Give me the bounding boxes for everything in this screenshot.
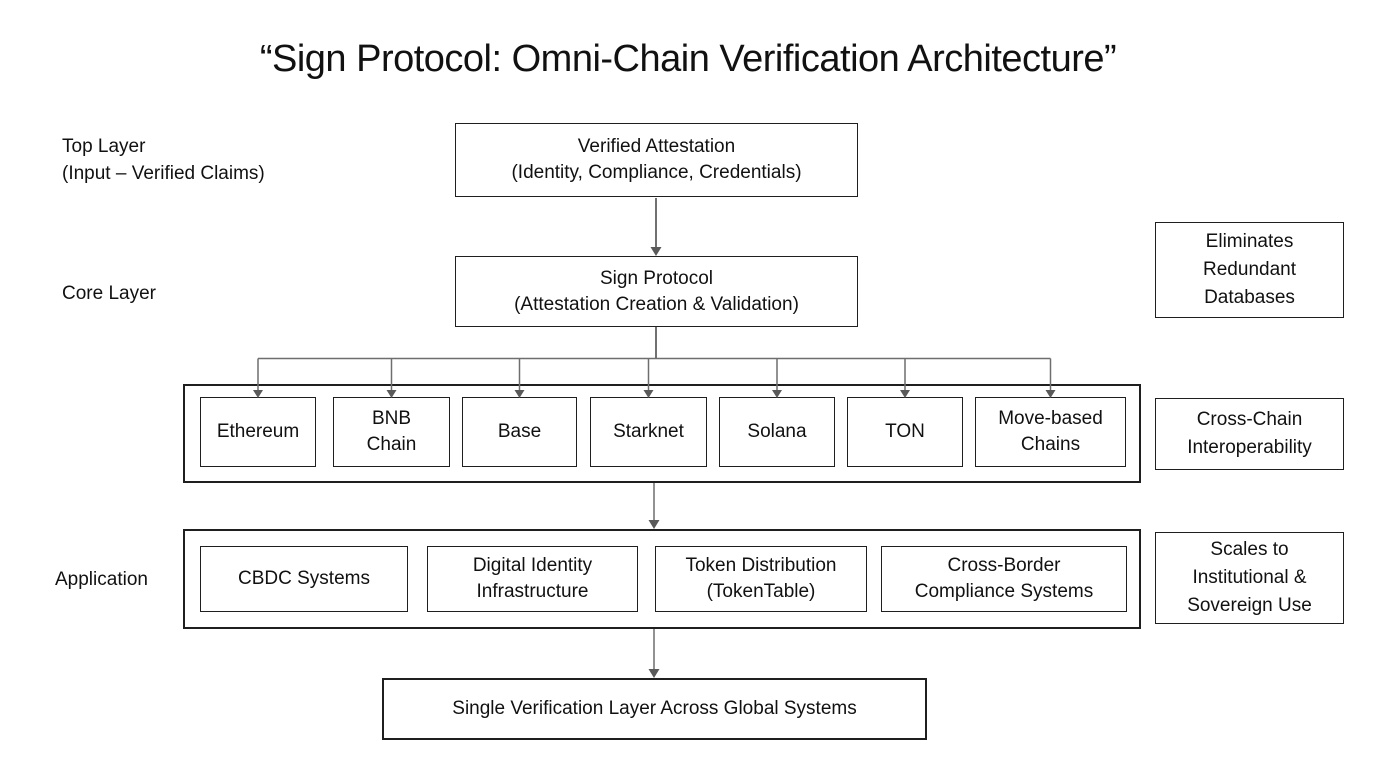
node-chain-ethereum: Ethereum <box>200 397 316 467</box>
layer-label-top: Top Layer (Input – Verified Claims) <box>62 136 265 184</box>
node-app-cross-border-compliance: Cross-Border Compliance Systems <box>881 546 1127 612</box>
node-verified-attestation: Verified Attestation (Identity, Complian… <box>455 123 858 197</box>
node-app-cbdc-systems: CBDC Systems <box>200 546 408 612</box>
arrowhead-down <box>650 247 662 256</box>
node-chain-starknet: Starknet <box>590 397 707 467</box>
node-sign-protocol: Sign Protocol (Attestation Creation & Va… <box>455 256 858 327</box>
layer-label-application: Application <box>55 569 148 590</box>
node-app-digital-identity: Digital Identity Infrastructure <box>427 546 638 612</box>
arrowhead-down <box>648 669 660 678</box>
arrowhead-down <box>648 520 660 529</box>
node-chain-move-based: Move-based Chains <box>975 397 1126 467</box>
node-chain-solana: Solana <box>719 397 835 467</box>
layer-label-core: Core Layer <box>62 283 156 304</box>
diagram-title: “Sign Protocol: Omni-Chain Verification … <box>259 38 1117 80</box>
node-single-verification-layer: Single Verification Layer Across Global … <box>382 678 927 740</box>
node-benefit-cross-chain-interoperability: Cross-Chain Interoperability <box>1155 398 1344 470</box>
node-benefit-scales-institutional-sovereign: Scales to Institutional & Sovereign Use <box>1155 532 1344 624</box>
node-app-token-distribution: Token Distribution (TokenTable) <box>655 546 867 612</box>
node-benefit-eliminates-redundant-databases: Eliminates Redundant Databases <box>1155 222 1344 318</box>
node-chain-bnb-chain: BNB Chain <box>333 397 450 467</box>
node-chain-ton: TON <box>847 397 963 467</box>
node-chain-base: Base <box>462 397 577 467</box>
